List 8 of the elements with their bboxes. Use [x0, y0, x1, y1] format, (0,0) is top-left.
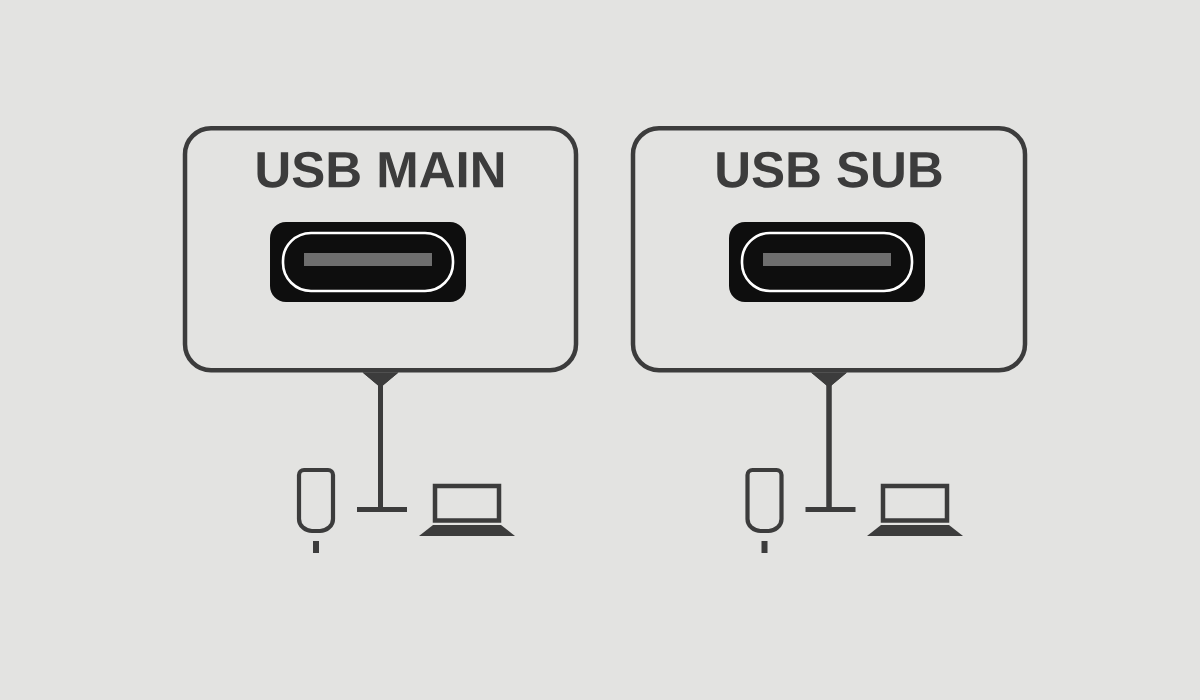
laptop-icon — [867, 483, 963, 536]
phone-icon — [296, 467, 336, 553]
callout-box: USB SUB — [630, 126, 1028, 373]
connector-line — [811, 372, 856, 512]
phone-icon — [745, 467, 784, 553]
connector-line — [362, 372, 407, 512]
laptop-icon — [419, 483, 515, 536]
callout-box: USB MAIN — [182, 126, 579, 373]
